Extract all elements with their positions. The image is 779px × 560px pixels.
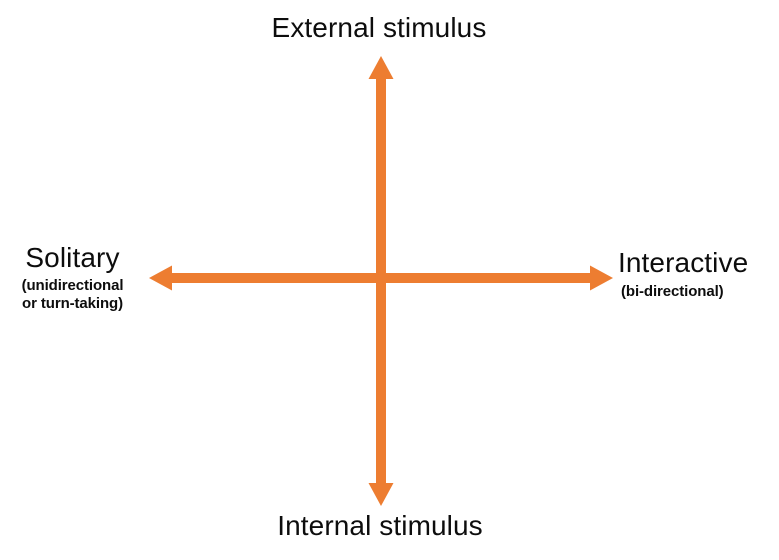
horizontal-axis-arrow <box>149 265 613 291</box>
axis-label-right: Interactive (bi-directional) <box>618 249 779 301</box>
axis-label-left-text: Solitary <box>25 242 120 273</box>
arrow-right-icon <box>590 265 613 291</box>
axis-sublabel-left-line2: or turn-taking) <box>22 295 123 313</box>
axis-sublabel-right: (bi-directional) <box>621 283 724 300</box>
axis-label-top-text: External stimulus <box>271 12 487 43</box>
horizontal-axis-shaft <box>166 273 596 283</box>
axis-label-right-text: Interactive <box>618 247 749 278</box>
arrow-left-icon <box>149 265 172 291</box>
axis-label-bottom: Internal stimulus <box>0 512 760 540</box>
arrow-up-icon <box>368 56 394 79</box>
axis-sublabel-left: (unidirectional or turn-taking) <box>0 277 145 314</box>
arrow-down-icon <box>368 483 394 506</box>
axis-label-bottom-text: Internal stimulus <box>277 510 483 541</box>
axis-sublabel-left-line1: (unidirectional <box>21 277 124 294</box>
axis-label-top: External stimulus <box>0 14 758 42</box>
axis-label-left: Solitary (unidirectional or turn-taking) <box>0 244 145 314</box>
